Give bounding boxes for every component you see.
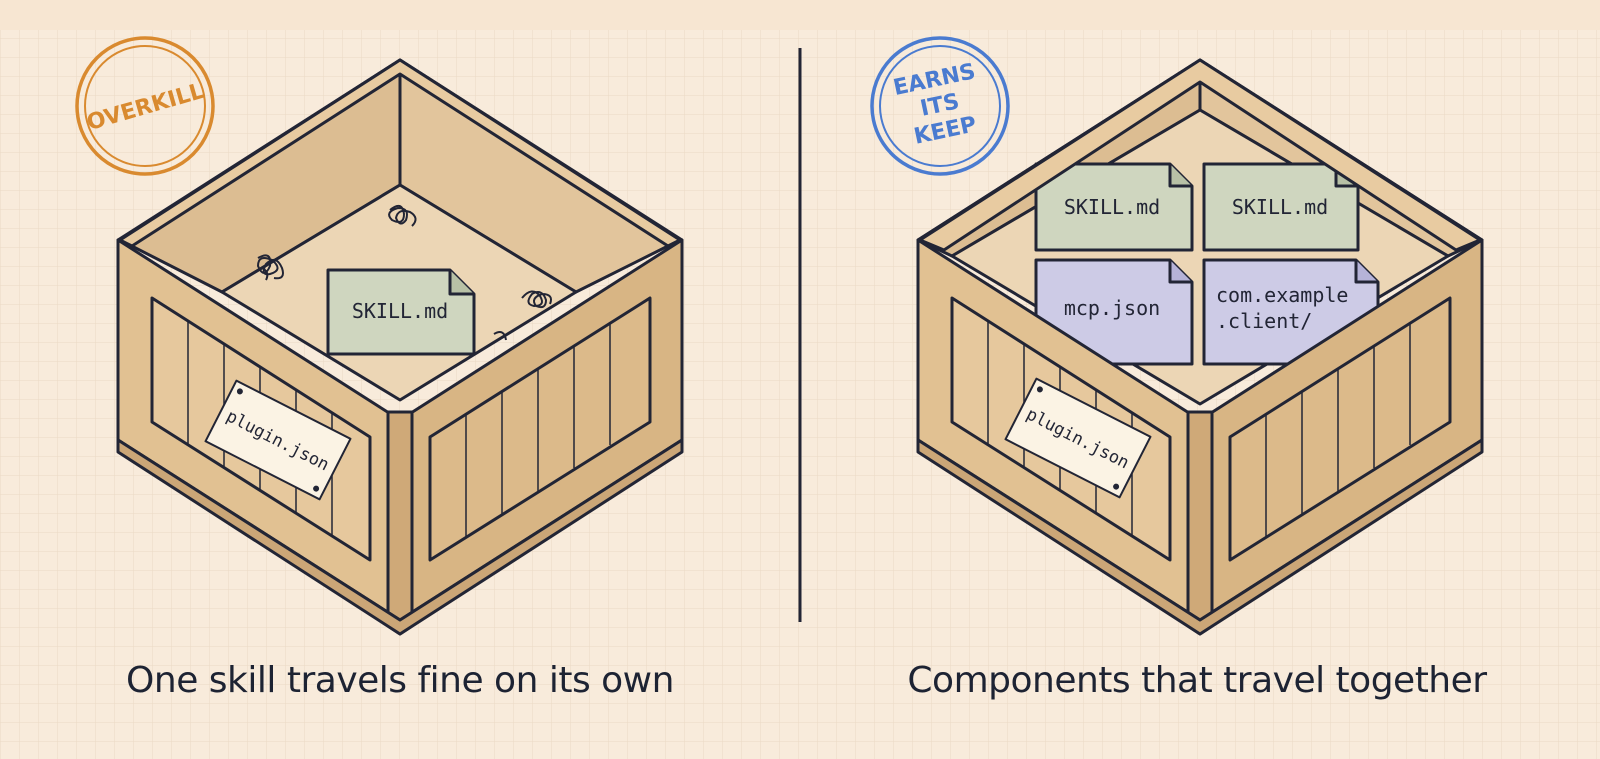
right-client-card-label-2: .client/ bbox=[1216, 309, 1312, 333]
left-crate-corner-post bbox=[386, 410, 414, 636]
left-crate: SKILL.md plugin.json bbox=[116, 58, 684, 636]
right-skill-card-1-label: SKILL.md bbox=[1064, 195, 1160, 219]
right-skill-card-1: SKILL.md bbox=[1034, 162, 1194, 252]
packing-squiggles bbox=[257, 204, 552, 341]
left-skill-card-label: SKILL.md bbox=[352, 299, 448, 323]
left-crate-rim-top bbox=[118, 58, 682, 248]
right-crate: SKILL.md SKILL.md mcp.json com.example .… bbox=[916, 58, 1484, 636]
right-crate-base bbox=[916, 438, 1484, 636]
right-skill-card-2: SKILL.md bbox=[1202, 162, 1360, 252]
right-caption: Components that travel together bbox=[907, 660, 1487, 701]
right-mcp-card-label: mcp.json bbox=[1064, 296, 1160, 320]
right-crate-corner-post bbox=[1186, 410, 1214, 636]
right-crate-rim-top bbox=[918, 58, 1482, 252]
left-crate-base bbox=[116, 438, 684, 636]
left-front-right-panel bbox=[428, 296, 652, 562]
right-mcp-card: mcp.json bbox=[1034, 258, 1194, 366]
right-front-right-panel bbox=[1228, 296, 1452, 562]
right-skill-card-2-label: SKILL.md bbox=[1232, 195, 1328, 219]
left-caption: One skill travels fine on its own bbox=[126, 660, 674, 701]
right-client-card-label-1: com.example bbox=[1216, 283, 1348, 307]
top-band bbox=[0, 0, 1600, 30]
left-skill-card: SKILL.md bbox=[326, 268, 476, 356]
